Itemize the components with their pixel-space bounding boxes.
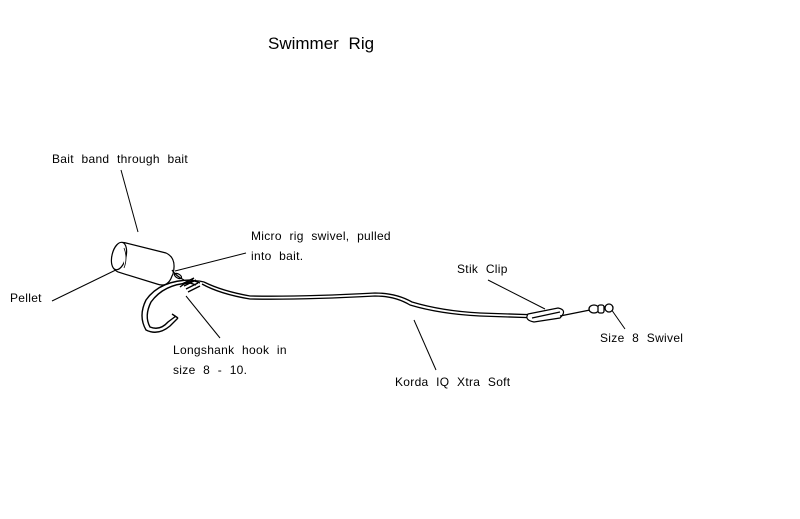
label-stik-clip: Stik Clip xyxy=(457,262,508,276)
label-hooklink: Korda IQ Xtra Soft xyxy=(395,375,511,389)
label-hook-1: Longshank hook in xyxy=(173,343,287,357)
pointer-bait-band xyxy=(120,169,139,233)
hooklink-line-icon xyxy=(201,281,541,319)
pointer-swivel xyxy=(610,308,626,330)
pointer-hooklink xyxy=(413,319,437,371)
swivel-icon xyxy=(588,303,614,314)
diagram-title: Swimmer Rig xyxy=(268,34,375,53)
stik-clip-icon xyxy=(526,307,591,323)
pellet-icon xyxy=(110,241,175,286)
label-hook-2: size 8 - 10. xyxy=(173,363,248,377)
hook-icon xyxy=(141,277,205,333)
label-swivel: Size 8 Swivel xyxy=(600,331,684,345)
label-micro-swivel-1: Micro rig swivel, pulled xyxy=(251,229,391,243)
label-bait-band: Bait band through bait xyxy=(52,152,189,166)
label-pellet: Pellet xyxy=(10,291,42,305)
pointer-micro-swivel xyxy=(174,252,247,272)
pointer-pellet xyxy=(51,265,125,302)
micro-swivel-icon xyxy=(171,269,185,281)
pointer-hook xyxy=(185,295,221,339)
label-micro-swivel-2: into bait. xyxy=(251,249,304,263)
pointer-stik-clip xyxy=(487,279,546,310)
